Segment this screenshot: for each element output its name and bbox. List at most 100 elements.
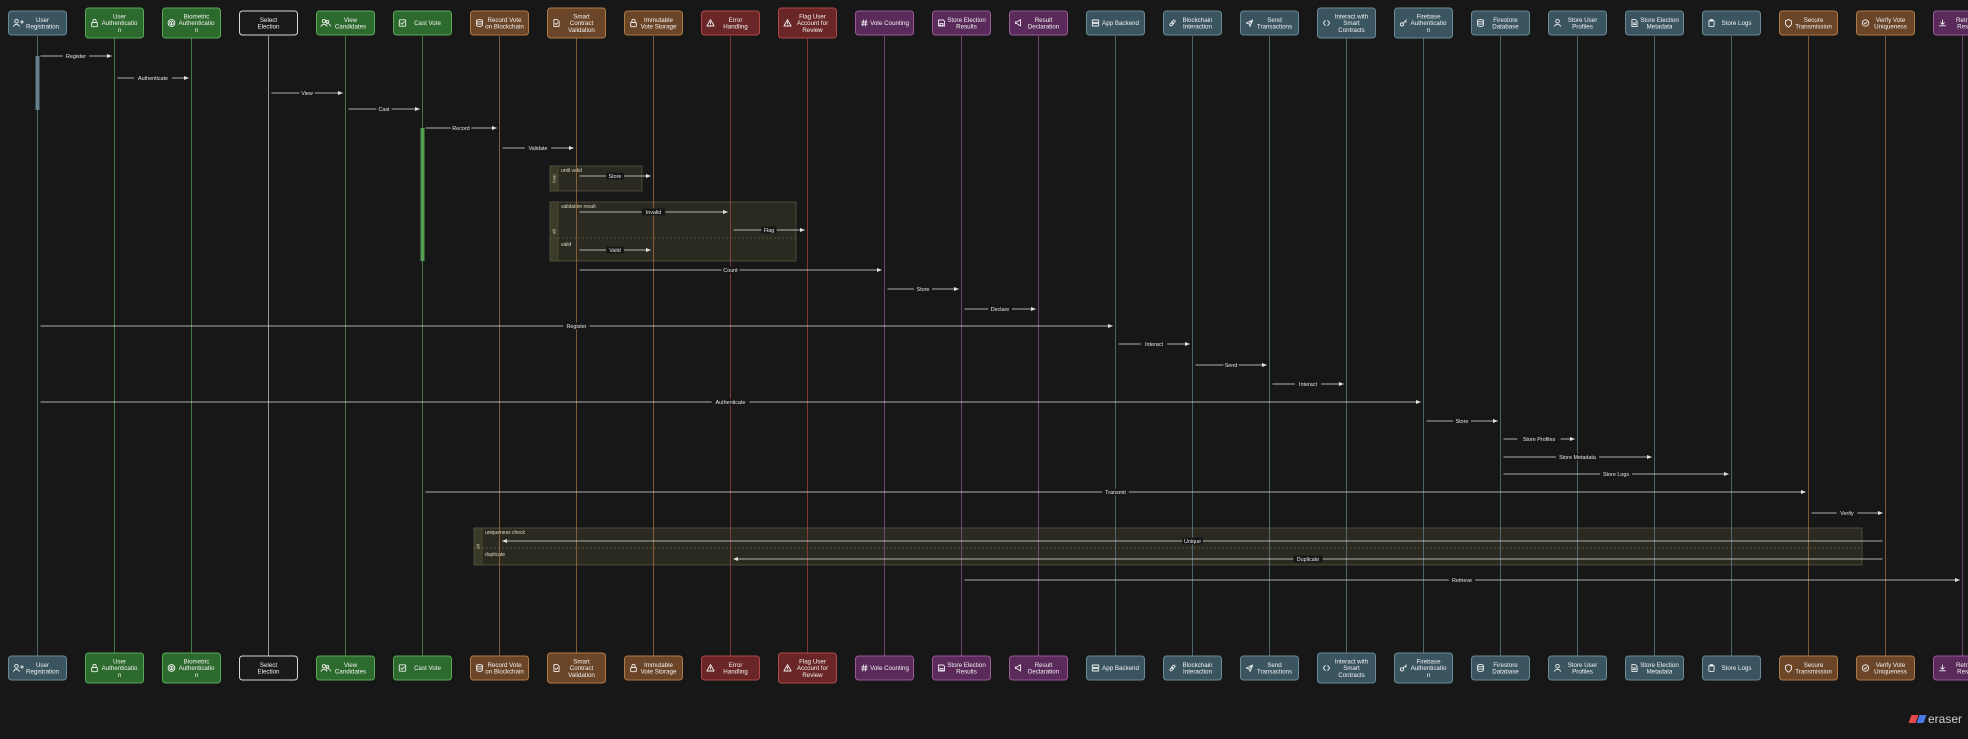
message-label: Unique: [1184, 539, 1201, 545]
participant-box: [1317, 652, 1376, 684]
participant-box: [1240, 10, 1299, 36]
participant-label: Candidates: [335, 24, 366, 31]
alert-triangle-icon: [783, 19, 792, 27]
participant-label: Store Election: [1640, 662, 1679, 669]
message-label: Cast: [378, 107, 390, 113]
participant-retrieve_results-bottom: RetrieveResults: [1933, 655, 1968, 681]
participant-label: Vote Storage: [641, 669, 677, 676]
participant-label: Secure: [1804, 662, 1824, 669]
participant-label: Results: [956, 24, 977, 31]
fingerprint-icon: [167, 19, 176, 27]
link-icon: [1169, 664, 1176, 672]
message-label: Interact: [1145, 342, 1163, 348]
message-label: Register: [66, 54, 86, 60]
message-label-bg: [62, 52, 90, 60]
participant-label: n: [118, 672, 122, 679]
brand-logo: eraser: [1908, 712, 1962, 726]
participant-label: Store Logs: [1722, 665, 1752, 672]
message-label-bg: [1448, 576, 1476, 584]
message-label: Store Logs: [1603, 472, 1629, 478]
participant-label: Store Logs: [1722, 20, 1752, 27]
participant-box: [470, 10, 529, 36]
participant-label: User: [113, 14, 126, 21]
message-authenticate: Authenticate: [40, 398, 1421, 406]
save-icon: [938, 664, 945, 672]
participant-box: [855, 655, 914, 681]
message-send: Send: [1195, 361, 1267, 369]
participant-box: [162, 7, 221, 39]
user-icon: [1553, 18, 1562, 27]
message-label: Validate: [528, 146, 547, 152]
code-icon: [1322, 665, 1331, 671]
participant-label: Firestore: [1493, 662, 1518, 669]
participant-label: Declaration: [1028, 669, 1060, 676]
fragment-tab: [549, 201, 559, 262]
participant-label: Contract: [570, 665, 594, 672]
fragment-keyword: loop: [552, 174, 557, 183]
participant-label: Vote Storage: [641, 24, 677, 31]
message-store: Store: [579, 172, 651, 180]
participant-store_logs-bottom: Store Logs: [1702, 655, 1761, 681]
message-label-bg: [1223, 361, 1239, 369]
message-label: Count: [723, 268, 738, 274]
participant-label: Profiles: [1572, 669, 1593, 676]
message-label-bg: [1836, 509, 1858, 517]
fragment-keyword: alt: [476, 543, 481, 548]
participant-label: Metadata: [1647, 669, 1673, 676]
participant-app_backend-top: App Backend: [1086, 10, 1145, 36]
message-label: Verify: [1840, 511, 1854, 517]
participant-label: Interact with: [1335, 659, 1369, 666]
participant-box: [1471, 10, 1530, 36]
message-verify: Verify: [1811, 509, 1883, 517]
message-label: View: [301, 91, 313, 97]
participant-box: [701, 655, 760, 681]
participant-box: [239, 10, 298, 36]
clipboard-icon: [1708, 664, 1715, 672]
message-label-bg: [1102, 488, 1129, 496]
message-label: Declare: [991, 307, 1010, 313]
fragment-else-condition: valid: [561, 242, 572, 248]
message-label: Authenticate: [138, 76, 168, 82]
participant-label: Result: [1035, 17, 1053, 24]
alert-triangle-icon: [706, 664, 715, 672]
participant-label: n: [118, 27, 122, 34]
participant-box: [932, 10, 991, 36]
message-invalid: Invalid: [579, 208, 728, 216]
participant-label: Immutable: [644, 662, 673, 669]
participant-label: Contracts: [1338, 672, 1364, 679]
message-label-bg: [606, 246, 624, 254]
participant-box: [1163, 655, 1222, 681]
participant-label: User: [113, 659, 126, 666]
participant-label: Transmission: [1795, 24, 1832, 31]
participant-label: Candidates: [335, 669, 366, 676]
message-label-bg: [1517, 435, 1561, 443]
alert-triangle-icon: [706, 19, 715, 27]
participant-label: Store User: [1568, 662, 1598, 669]
message-label: Store: [609, 174, 622, 180]
message-label-bg: [606, 172, 624, 180]
participant-box: [1086, 10, 1145, 36]
participant-box: [1009, 655, 1068, 681]
participant-box: [1394, 652, 1453, 684]
participant-label: Interact with: [1335, 14, 1369, 21]
message-label: Send: [1225, 363, 1238, 369]
participant-label: Authenticatio: [179, 665, 215, 672]
participant-label: Registration: [26, 669, 60, 676]
message-label-bg: [299, 89, 315, 97]
